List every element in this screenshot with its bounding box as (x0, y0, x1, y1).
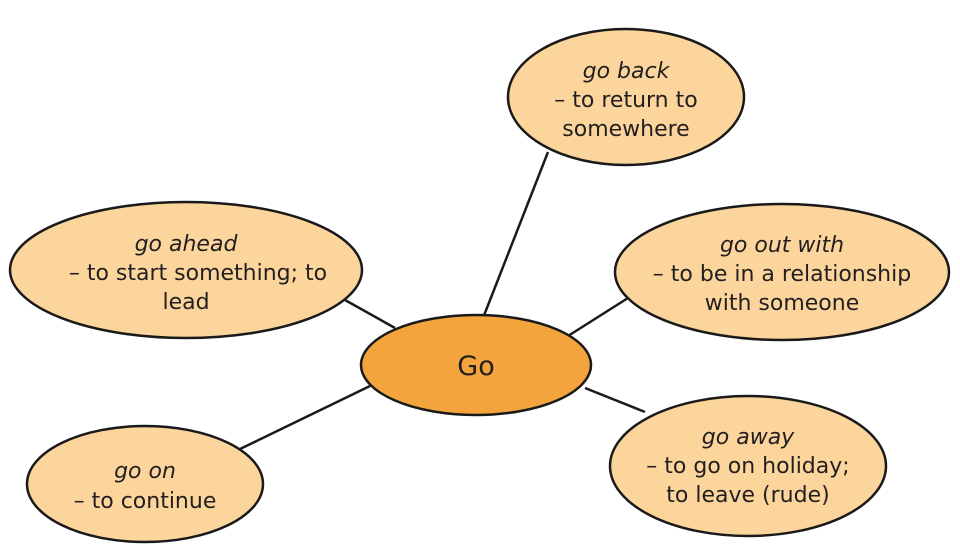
connector-go-away (584, 386, 646, 414)
bubble-go-out-with: go out with – to be in a relationship wi… (613, 202, 951, 342)
bubble-definition-line: with someone (705, 291, 860, 316)
bubble-definition-line: – to go on holiday; (646, 454, 849, 479)
bubble-definition-line: – to start something; to (69, 261, 327, 286)
bubble-definition-line: – to be in a relationship (653, 262, 911, 287)
bubble-phrase: go back (583, 59, 671, 84)
bubble-go-on: go on – to continue (25, 424, 265, 544)
bubble-definition-line: to leave (rude) (666, 483, 829, 508)
center-label: Go (457, 351, 494, 382)
connector-go-out-with (567, 296, 629, 338)
bubble-phrase: go away (702, 425, 795, 450)
bubble-go-away: go away – to go on holiday; to leave (ru… (608, 394, 888, 538)
center-node-go: Go (359, 313, 593, 417)
bubble-definition-line: – to return to (554, 88, 697, 113)
bubble-go-ahead: go ahead – to start something; to lead (8, 200, 364, 340)
bubble-definition-line: somewhere (562, 117, 689, 142)
bubble-phrase: go ahead (135, 232, 239, 257)
bubble-go-back: go back – to return to somewhere (506, 27, 746, 167)
bubble-definition-line: lead (162, 290, 209, 315)
connector-go-on (237, 384, 371, 452)
connector-go-back (481, 151, 550, 319)
bubble-phrase: go out with (720, 233, 844, 258)
connector-go-ahead (344, 298, 396, 330)
bubble-definition-line: – to continue (74, 489, 217, 514)
bubble-phrase: go on (114, 459, 176, 484)
